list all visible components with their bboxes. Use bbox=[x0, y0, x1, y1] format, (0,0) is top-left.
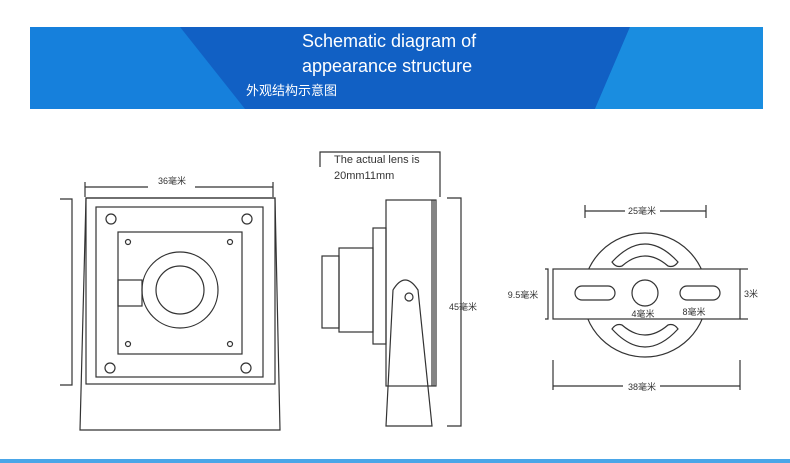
page-title: Schematic diagram of appearance structur… bbox=[302, 29, 532, 79]
front-pcb-board bbox=[117, 231, 243, 355]
front-height-bracket bbox=[60, 198, 73, 386]
front-screw-top-left bbox=[105, 213, 117, 225]
front-lens bbox=[155, 265, 205, 315]
side-stand bbox=[385, 279, 433, 427]
bracket-center-label: 4毫米 bbox=[631, 308, 654, 319]
title-line-1: Schematic diagram of bbox=[302, 31, 477, 51]
bracket-left-dim bbox=[545, 268, 549, 320]
front-pcb-hole-4 bbox=[226, 340, 234, 348]
bracket-view bbox=[545, 205, 748, 390]
bottom-accent-bar bbox=[0, 459, 790, 463]
front-screw-bottom-right bbox=[240, 362, 252, 374]
front-screw-bottom-left bbox=[104, 362, 116, 374]
banner-center-panel bbox=[180, 27, 630, 109]
front-panel-outer bbox=[85, 197, 276, 385]
bracket-outer-label: 25毫米 bbox=[628, 205, 656, 216]
banner-right-panel bbox=[595, 27, 763, 109]
side-lens-barrel bbox=[338, 247, 374, 333]
side-height-label: 45毫米 bbox=[449, 301, 477, 312]
banner-left-panel bbox=[30, 27, 245, 109]
banner-background bbox=[30, 27, 763, 109]
title-line-2: appearance structure bbox=[302, 56, 473, 76]
front-view bbox=[60, 182, 281, 431]
front-pcb-hole-2 bbox=[226, 238, 234, 246]
bracket-hole-right bbox=[679, 285, 721, 301]
bracket-center-hole bbox=[631, 279, 659, 307]
bracket-plate bbox=[552, 268, 741, 320]
front-lens-mount bbox=[141, 251, 219, 329]
side-lens-cap bbox=[321, 255, 340, 329]
front-screw-top-right bbox=[241, 213, 253, 225]
front-side-connector bbox=[117, 279, 143, 307]
side-stand-pivot bbox=[404, 292, 414, 302]
lens-note-line-2: 20mm11mm bbox=[334, 170, 394, 182]
bracket-hole-left bbox=[574, 285, 616, 301]
bracket-slot-bottom bbox=[611, 323, 679, 348]
header-banner: Schematic diagram of appearance structur… bbox=[30, 27, 763, 109]
lens-note-bracket bbox=[319, 151, 441, 197]
bracket-slot-label: 3米 bbox=[744, 288, 758, 299]
bracket-spacing-label: 8毫米 bbox=[682, 306, 705, 317]
bracket-hole-label: 9.5毫米 bbox=[508, 289, 539, 300]
front-pcb-hole-3 bbox=[124, 340, 132, 348]
bracket-slot-top bbox=[611, 243, 679, 268]
side-height-bracket bbox=[447, 197, 462, 427]
front-pcb-hole-1 bbox=[124, 238, 132, 246]
side-view bbox=[319, 151, 462, 427]
bracket-base-label: 38毫米 bbox=[628, 381, 656, 392]
lens-note-line-1: The actual lens is bbox=[334, 154, 420, 166]
side-mount-ring bbox=[372, 227, 387, 345]
front-panel-inner bbox=[95, 206, 264, 378]
page-subtitle: 外观结构示意图 bbox=[246, 83, 338, 98]
front-width-label: 36毫米 bbox=[158, 175, 186, 186]
